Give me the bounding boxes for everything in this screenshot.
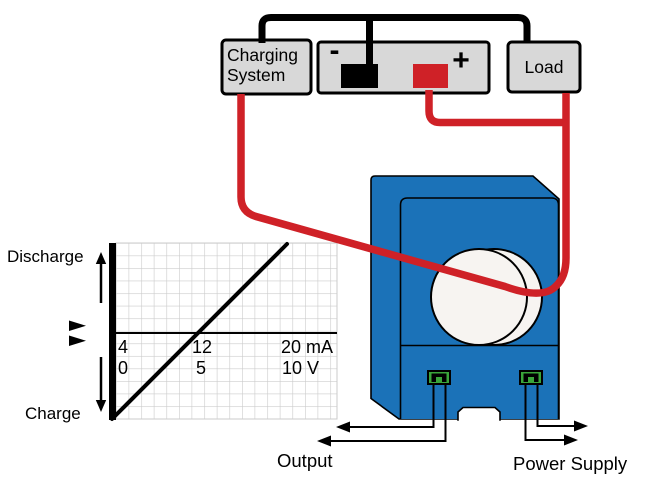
load-label: Load (525, 57, 564, 77)
battery-positive-terminal (413, 64, 448, 88)
charge-arrow-icon (95, 357, 107, 412)
graph-grid (115, 242, 338, 420)
power-lead-2 (524, 384, 566, 441)
battery-negative-terminal (341, 64, 378, 88)
output-lead-1 (348, 384, 435, 428)
terminal-pin-leads (329, 384, 576, 442)
discharge-label: Discharge (7, 247, 84, 266)
negative-wiring (258, 14, 531, 88)
tick-current-4: 4 (118, 337, 128, 357)
power-arrow-1-icon (574, 420, 588, 432)
sensor-mounting-notch (457, 406, 501, 421)
zero-marker-bottom-icon (69, 335, 86, 346)
black-wire-bus (258, 14, 531, 43)
circuit-blocks: Charging System - + Load (220, 34, 582, 96)
output-arrow-2-icon (317, 435, 331, 447)
discharge-arrow-icon (95, 252, 107, 303)
charge-label: Charge (25, 404, 81, 423)
output-arrow-1-icon (336, 421, 350, 433)
tick-voltage-10v: 10 V (282, 358, 319, 378)
battery-positive-symbol: + (452, 44, 470, 77)
charging-system-label-line1: Charging (227, 45, 298, 65)
red-wire-battery-positive (425, 90, 563, 127)
power-arrow-2-icon (564, 434, 578, 446)
sensor-power-terminal (519, 370, 543, 385)
zero-marker-top-icon (69, 320, 86, 331)
output-label: Output (277, 450, 333, 471)
tick-voltage-0: 0 (118, 358, 128, 378)
sensor-output-terminal (427, 370, 451, 385)
transfer-curve-graph: Discharge Charge 4 12 20 mA 0 5 10 V (7, 242, 338, 423)
output-lead-2 (329, 384, 447, 442)
tick-current-12: 12 (192, 337, 212, 357)
tick-voltage-5: 5 (196, 358, 206, 378)
power-lead-1 (536, 384, 576, 427)
charging-system-label-line2: System (227, 65, 285, 85)
load-box (506, 40, 582, 94)
tick-current-20ma: 20 mA (281, 337, 333, 357)
sensor-aperture (430, 248, 528, 346)
graph-response-line (110, 242, 289, 421)
charging-system-box (220, 38, 313, 96)
positive-wiring (237, 90, 570, 297)
battery-negative-symbol: - (330, 34, 340, 67)
graph-y-axis (109, 243, 116, 420)
power-supply-label: Power Supply (513, 453, 628, 474)
red-wire-through-sensor (237, 93, 570, 297)
